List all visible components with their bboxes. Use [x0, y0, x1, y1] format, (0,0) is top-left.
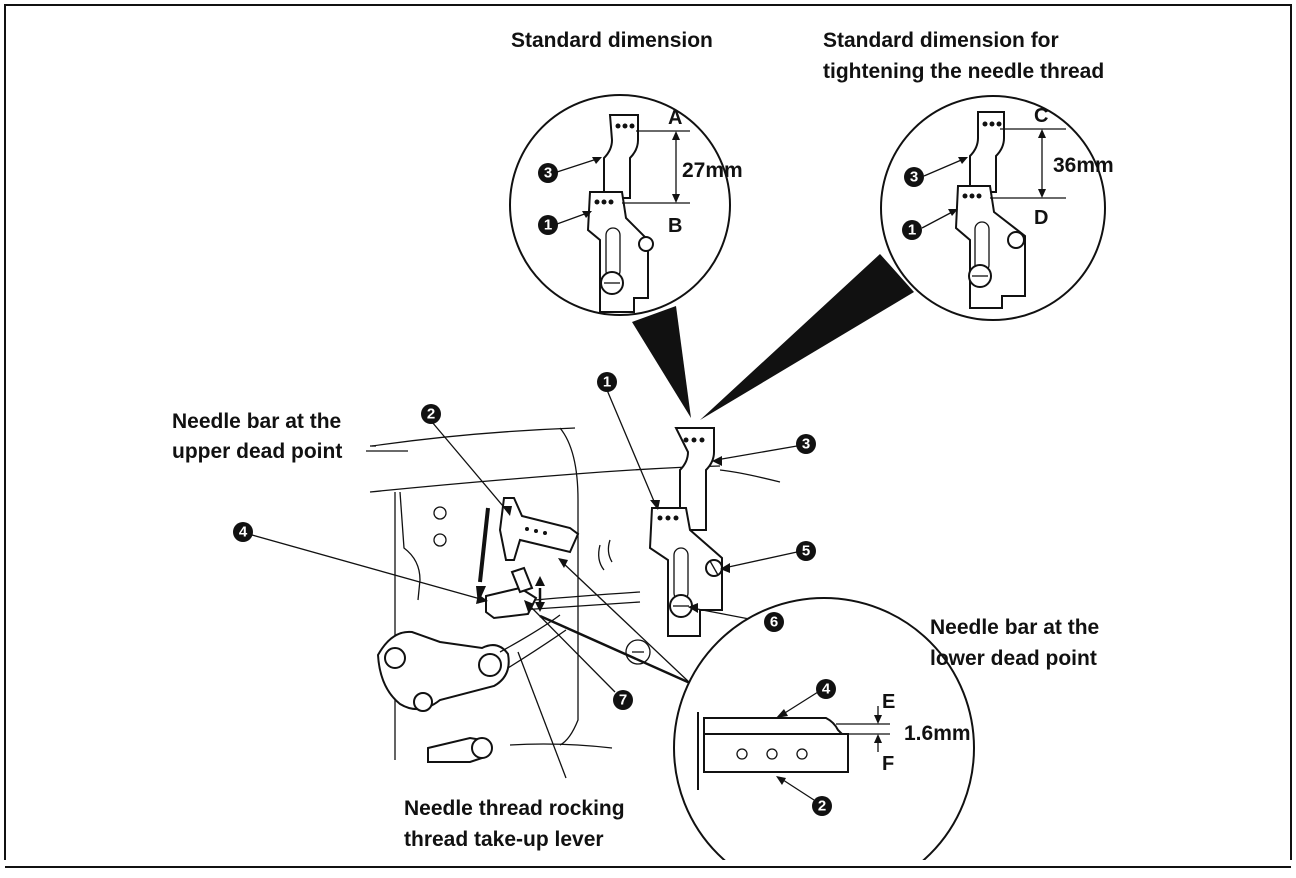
callout-2-circle3: 2 — [812, 796, 832, 816]
callout-6-main: 6 — [764, 612, 784, 632]
label-rocking-1: Needle thread rocking — [404, 797, 625, 820]
callout-3-circle1: 3 — [538, 163, 558, 183]
svg-text:1: 1 — [908, 222, 916, 239]
leader-lines — [251, 389, 798, 779]
svg-text:4: 4 — [239, 524, 248, 541]
svg-text:3: 3 — [802, 436, 810, 453]
dim-label-f: F — [882, 753, 894, 775]
callout-7-main: 7 — [613, 690, 633, 710]
main-plates — [648, 427, 723, 637]
callout-4-circle3: 4 — [816, 679, 836, 699]
projection-wedge-left — [632, 306, 691, 418]
label-upper-dead-2: upper dead point — [172, 440, 342, 463]
callout-3-circle2: 3 — [904, 167, 924, 187]
dim-label-b: B — [668, 215, 682, 237]
dim-label-c: C — [1034, 105, 1048, 127]
callout-1-main: 1 — [597, 372, 617, 392]
label-rocking-2: thread take-up lever — [404, 828, 604, 851]
svg-text:3: 3 — [910, 169, 918, 186]
part-4-hook — [476, 507, 545, 620]
dim-label-d: D — [1034, 207, 1048, 229]
callout-3-main: 3 — [796, 434, 816, 454]
detail-circle-lower-dead: E F 1.6mm — [0, 597, 1296, 878]
svg-text:6: 6 — [770, 614, 778, 631]
svg-text:3: 3 — [544, 165, 552, 182]
machine-body — [369, 427, 781, 763]
detail-circle-tightening: C D 36mm — [880, 95, 1114, 321]
label-standard-dimension-tight-2: tightening the needle thread — [823, 60, 1104, 83]
svg-text:7: 7 — [619, 692, 627, 709]
svg-text:1: 1 — [603, 374, 611, 391]
projection-wedge-right — [700, 254, 914, 420]
svg-text:2: 2 — [427, 406, 435, 423]
callout-2-main: 2 — [421, 404, 441, 424]
svg-text:5: 5 — [802, 543, 810, 560]
callout-1-circle2: 1 — [902, 220, 922, 240]
label-standard-dimension-tight-1: Standard dimension for — [823, 29, 1059, 52]
detail-circle-standard: A B 27mm — [509, 94, 743, 316]
label-upper-dead-1: Needle bar at the — [172, 410, 341, 433]
label-standard-dimension: Standard dimension — [511, 29, 713, 52]
callout-5-main: 5 — [796, 541, 816, 561]
dim-value-27mm: 27mm — [682, 159, 743, 182]
part-2-guide — [498, 497, 580, 561]
callout-1-circle1: 1 — [538, 215, 558, 235]
svg-text:2: 2 — [818, 798, 826, 815]
label-lower-dead-2: lower dead point — [930, 647, 1097, 670]
dim-label-a: A — [668, 107, 682, 129]
dim-value-36mm: 36mm — [1053, 154, 1114, 177]
dim-value-1-6mm: 1.6mm — [904, 722, 971, 745]
svg-text:1: 1 — [544, 217, 552, 234]
dim-label-e: E — [882, 691, 895, 713]
callout-4-main: 4 — [233, 522, 253, 542]
svg-text:4: 4 — [822, 681, 831, 698]
label-lower-dead-1: Needle bar at the — [930, 616, 1099, 639]
